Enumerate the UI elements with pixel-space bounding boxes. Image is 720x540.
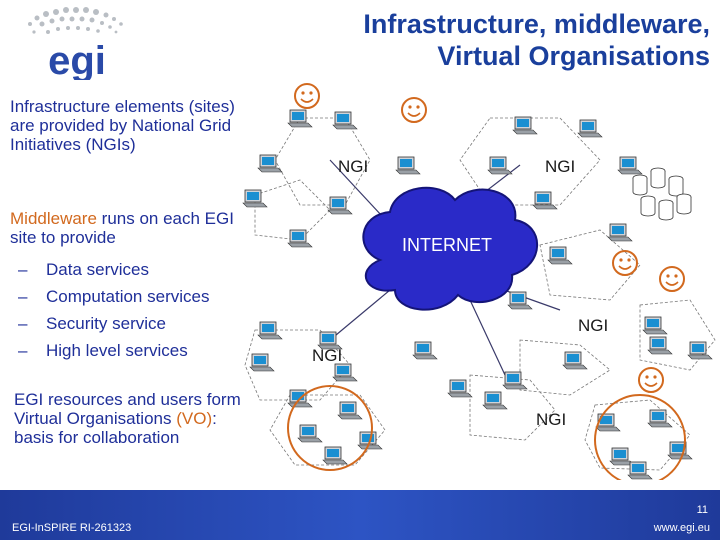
footer-project-id: EGI-InSPIRE RI-261323 xyxy=(12,522,132,534)
slide-title: Infrastructure, middleware, Virtual Orga… xyxy=(270,8,710,72)
infrastructure-text: Infrastructure elements (sites) are prov… xyxy=(10,97,235,154)
title-line-2: Virtual Organisations xyxy=(437,41,710,71)
vo-text: EGI resources and users form Virtual Org… xyxy=(14,390,241,447)
internet-label: INTERNET xyxy=(402,235,492,255)
logo-text: egi xyxy=(48,39,106,80)
list-item: –Security service xyxy=(18,314,166,333)
ngi-label: NGI xyxy=(545,157,575,176)
footer-bar xyxy=(0,490,720,540)
list-item: –High level services xyxy=(18,341,188,360)
egi-logo: egi xyxy=(28,7,123,80)
ngi-label: NGI xyxy=(338,157,368,176)
vo-circle-left xyxy=(287,385,373,471)
internet-cloud xyxy=(362,186,539,311)
page-number: 11 xyxy=(696,504,708,516)
middleware-rest: runs on each EGI site to provide xyxy=(10,209,234,247)
footer-url[interactable]: www.egi.eu xyxy=(653,522,710,534)
network-diagram: INTERNET NGI NGI NGI NGI NGI xyxy=(242,83,716,480)
middleware-word: Middleware xyxy=(10,209,97,228)
ngi-label: NGI xyxy=(312,346,342,365)
ngi-label: NGI xyxy=(536,410,566,429)
list-item: –Computation services xyxy=(18,287,210,306)
ngi-label: NGI xyxy=(578,316,608,335)
list-item: –Data services xyxy=(18,260,149,279)
vo-circle-right xyxy=(594,394,686,480)
title-line-1: Infrastructure, middleware, xyxy=(363,9,710,39)
middleware-text: Middleware runs on each EGI site to prov… xyxy=(10,209,250,247)
services-list: –Data services –Computation services –Se… xyxy=(18,260,209,368)
